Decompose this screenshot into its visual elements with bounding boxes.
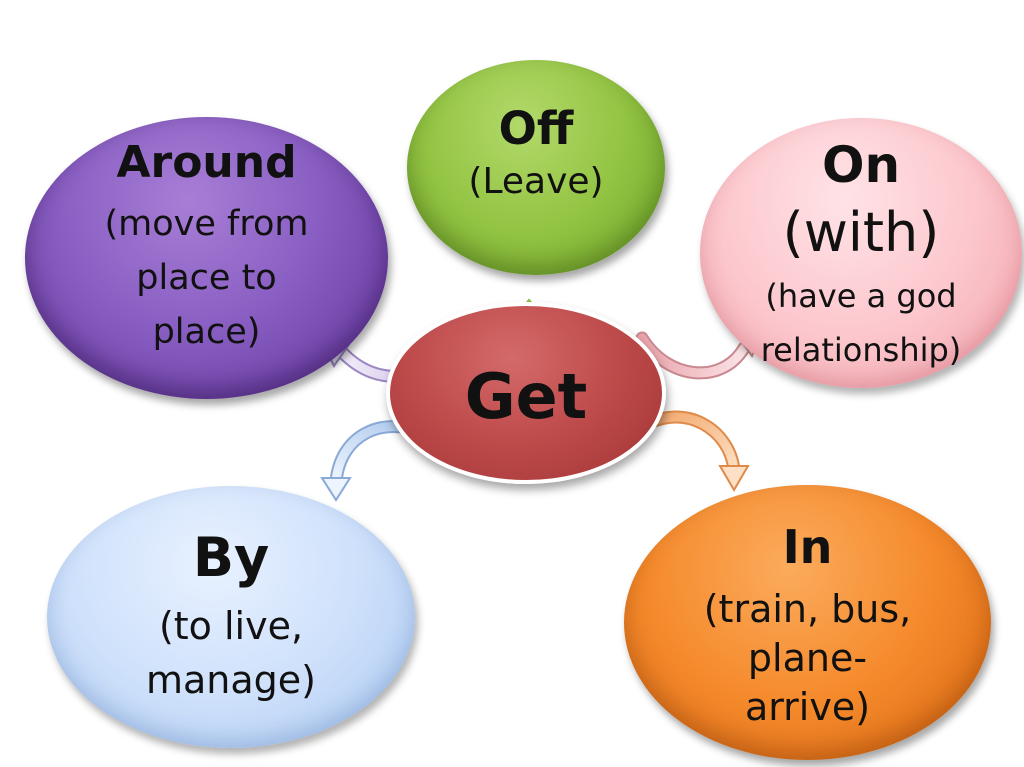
node-on-label: On: [821, 136, 901, 195]
arrow-to-in: [633, 410, 750, 492]
node-get-center: Get: [386, 302, 666, 484]
node-around-line-1: (move from: [104, 203, 309, 244]
node-in: In (train, bus, plane- arrive): [624, 485, 991, 760]
node-off-line-1: (Leave): [468, 160, 604, 202]
node-around-line-3: place): [152, 312, 261, 353]
node-in-line-2: plane-: [747, 635, 868, 680]
node-on: On (with) (have a god relationship): [700, 118, 1022, 388]
node-off-label: Off: [498, 101, 574, 155]
node-on-subtitle: (with): [782, 201, 940, 265]
node-get-label: Get: [464, 360, 588, 434]
node-by-line-2: manage): [146, 657, 316, 702]
node-on-line-1: (have a god: [765, 276, 957, 315]
node-by-label: By: [192, 526, 270, 590]
node-in-line-1: (train, bus,: [703, 586, 912, 631]
node-around-label: Around: [116, 136, 297, 188]
node-around: Around (move from place to place): [25, 117, 388, 399]
node-around-line-2: place to: [136, 257, 277, 298]
node-by-line-1: (to live,: [158, 603, 304, 648]
node-on-line-2: relationship): [760, 331, 962, 370]
node-in-line-3: arrive): [744, 685, 871, 730]
node-off: Off (Leave): [407, 60, 665, 275]
node-by: By (to live, manage): [47, 486, 415, 748]
node-in-label: In: [782, 520, 833, 575]
